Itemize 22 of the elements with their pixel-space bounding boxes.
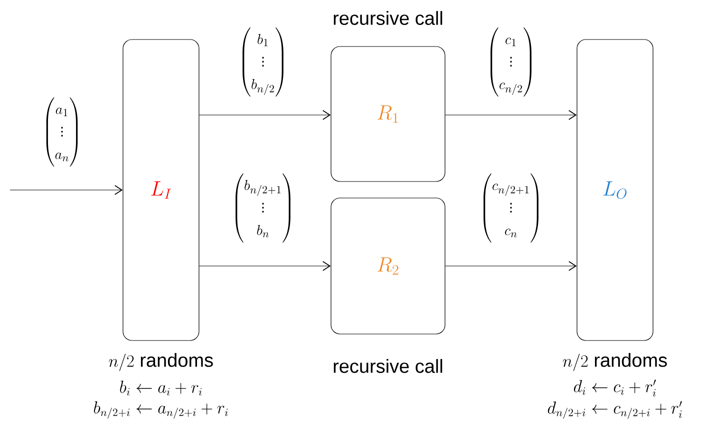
edge-label: $\begin{pmatrix} b_{n/2+1} \\ \vdots \\ b_n \end{pmatrix}$ xyxy=(236,173,290,243)
caption-text: $n/2 \mbox{ randoms}$ xyxy=(108,352,213,372)
arrow xyxy=(199,261,331,271)
formula: $b_{n/2+i} \leftarrow a_{n/2+i} + r_i$ xyxy=(94,401,228,419)
process-box: $R_1$ xyxy=(330,46,446,182)
edge-label: $\begin{pmatrix} b_1 \\ \vdots \\ b_{n/2} \end{pmatrix}$ xyxy=(242,27,284,97)
formula: $d_{n/2+i} \leftarrow c_{n/2+i} + r'_i$ xyxy=(548,401,682,419)
caption-text: $\mbox{recursive call}$ xyxy=(334,11,442,25)
arrow xyxy=(445,261,577,271)
process-box: $L_I$ xyxy=(122,39,200,341)
arrow xyxy=(10,185,123,195)
formula: $b_i \leftarrow a_i + r_i$ xyxy=(120,380,202,396)
arrow xyxy=(445,110,577,120)
process-box: $R_2$ xyxy=(330,198,446,334)
caption-text: $\mbox{recursive call}$ xyxy=(334,359,442,373)
arrow xyxy=(199,110,331,120)
edge-label: $\begin{pmatrix} a_1 \\ \vdots \\ a_n \end{pmatrix}$ xyxy=(46,97,78,167)
edge-label: $\begin{pmatrix} c_1 \\ \vdots \\ c_{n/2} \end{pmatrix}$ xyxy=(490,27,532,97)
formula: $d_i \leftarrow c_i + r'_i$ xyxy=(574,380,656,396)
edge-label: $\begin{pmatrix} c_{n/2+1} \\ \vdots \\ c_n \end{pmatrix}$ xyxy=(484,173,538,243)
process-box: $L_O$ xyxy=(576,39,654,341)
caption-text: $n/2 \mbox{ randoms}$ xyxy=(562,352,667,372)
